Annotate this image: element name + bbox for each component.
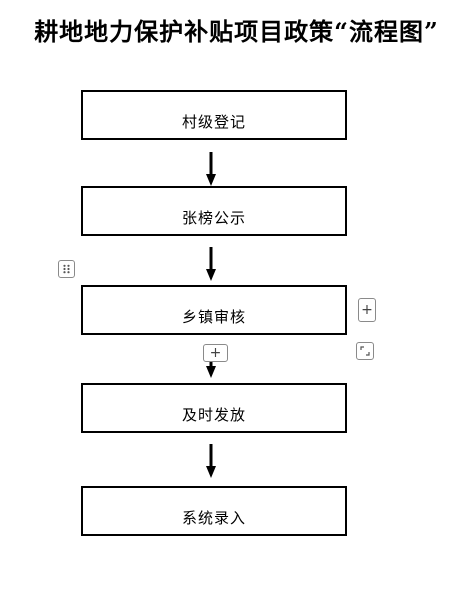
- page-title: 耕地地力保护补贴项目政策“流程图”: [34, 17, 439, 46]
- plus-icon: +: [209, 345, 222, 361]
- plus-icon: +: [361, 302, 373, 318]
- drag-handle-button[interactable]: [58, 260, 75, 278]
- resize-corner-icon: [360, 346, 370, 356]
- step-label: 系统录入: [181, 509, 246, 527]
- step-box-village-register[interactable]: 村级登记: [81, 90, 347, 140]
- step-label: 乡镇审核: [181, 308, 246, 326]
- step-label: 村级登记: [181, 113, 246, 131]
- step-label: 及时发放: [181, 406, 246, 424]
- resize-handle-button[interactable]: [356, 342, 374, 360]
- grip-dots-icon: [63, 264, 70, 274]
- arrow-down-icon: [206, 444, 216, 478]
- arrow-down-icon: [206, 152, 216, 186]
- step-box-township-review[interactable]: 乡镇审核: [81, 285, 347, 335]
- add-node-below-button[interactable]: +: [203, 344, 228, 362]
- step-label: 张榜公示: [181, 209, 246, 227]
- step-box-public-notice[interactable]: 张榜公示: [81, 186, 347, 236]
- step-box-system-entry[interactable]: 系统录入: [81, 486, 347, 536]
- add-node-side-button[interactable]: +: [358, 298, 376, 322]
- step-box-timely-payment[interactable]: 及时发放: [81, 383, 347, 433]
- arrow-down-icon: [206, 247, 216, 281]
